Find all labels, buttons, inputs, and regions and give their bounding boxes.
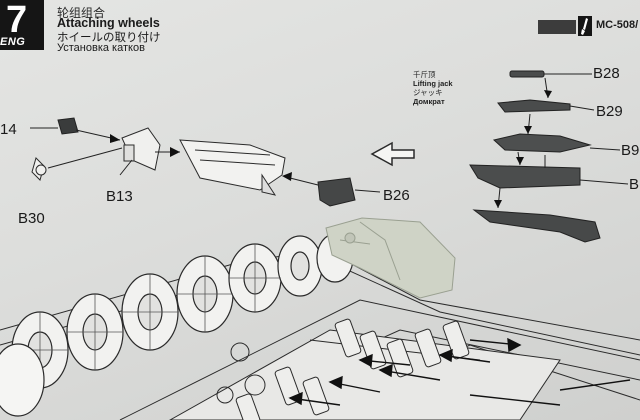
jack-label-ru: Домкрат	[413, 97, 445, 106]
jack-parts	[469, 70, 601, 243]
assembly-arrows	[288, 337, 631, 406]
part-label-b9: B9	[621, 142, 640, 159]
part-label-b-cut: B	[629, 176, 640, 193]
part-label-b30: B30	[18, 210, 45, 227]
step-number: 7	[6, 0, 28, 41]
sprocket-wheel	[0, 343, 45, 417]
wheel-spokes	[12, 244, 281, 388]
step-number-box	[0, 0, 44, 50]
part-label-b14: 14	[0, 121, 17, 138]
b13-bracket	[121, 127, 161, 171]
resin-part-photo	[325, 217, 456, 299]
title-russian: Установка катков	[57, 42, 145, 54]
paint-brush-icon	[578, 16, 592, 36]
b14-part	[57, 117, 79, 135]
jack-label-jp: ジャッキ	[413, 88, 443, 97]
model-code: MC-508/	[596, 19, 639, 31]
jack-label-cn: 千斤顶	[413, 70, 436, 79]
part-label-b26: B26	[383, 187, 410, 204]
title-english: Attaching wheels	[57, 16, 160, 30]
direction-arrow-icon	[370, 141, 415, 167]
title-japanese: ホイールの取り付け	[57, 32, 161, 44]
b30-bolt	[31, 157, 47, 181]
jack-label-en: Lifting jack	[413, 79, 453, 88]
title-chinese: 轮组组合	[57, 6, 106, 20]
part-label-b29: B29	[596, 103, 623, 120]
paint-color-swatch	[538, 20, 576, 34]
brand-logo-text: ENG	[0, 36, 26, 48]
part-label-b13: B13	[106, 188, 133, 205]
b26-part	[317, 177, 356, 207]
part-label-b28: B28	[593, 65, 620, 82]
idler-assembly	[179, 139, 286, 196]
